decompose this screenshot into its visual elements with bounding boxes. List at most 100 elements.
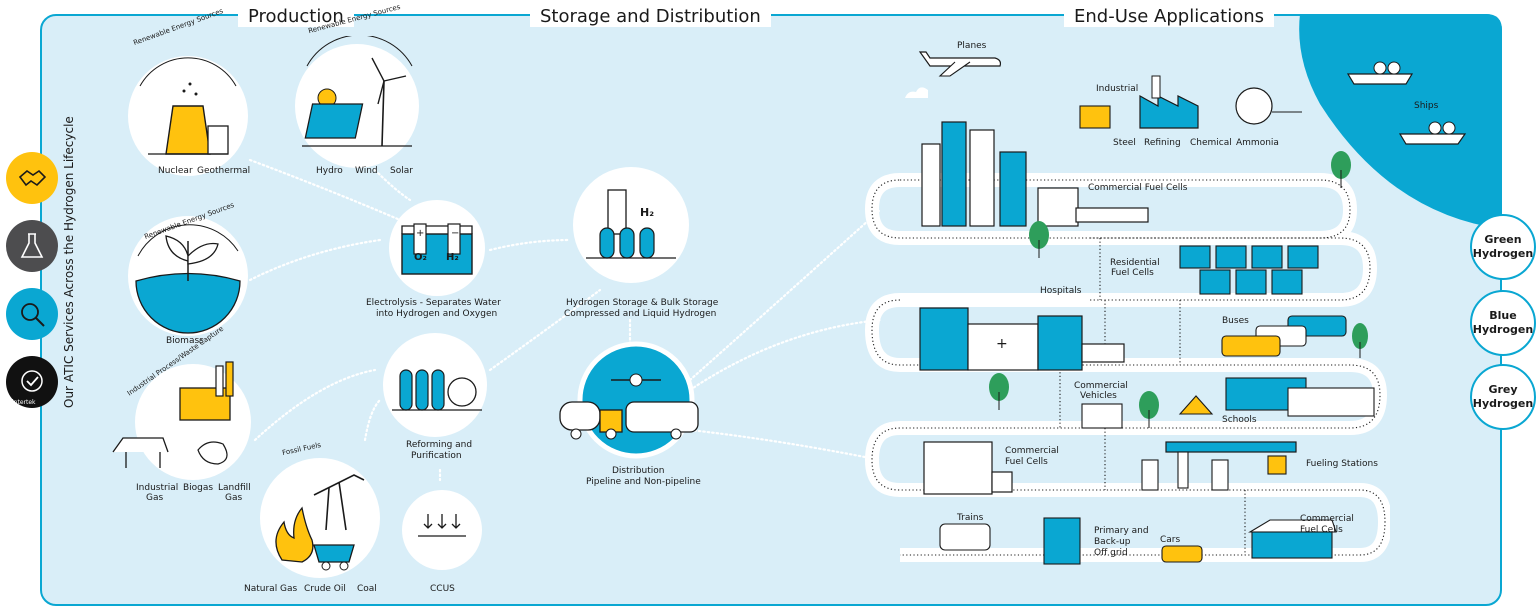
fueling-area	[923, 441, 1297, 495]
schools-vehicles	[1081, 377, 1375, 429]
flask-icon	[20, 233, 44, 258]
label-electrolysis-2: into Hydrogen and Oxygen	[376, 309, 498, 319]
label-storage-1: Hydrogen Storage & Bulk Storage	[566, 298, 719, 308]
label-ammonia: Ammonia	[1236, 138, 1279, 148]
label-primary-1: Primary and	[1094, 526, 1149, 536]
label-industrial-gas-2: Gas	[146, 493, 164, 503]
service-assurance[interactable]	[6, 152, 58, 204]
checkmark-icon	[21, 370, 43, 392]
sea-area	[1299, 14, 1502, 229]
road-network	[864, 173, 1390, 562]
label-o2: O₂	[414, 252, 427, 263]
header-production: Production	[238, 6, 354, 27]
svg-text:+: +	[416, 228, 424, 239]
handshake-icon	[18, 169, 47, 187]
buses-illustration	[1221, 315, 1347, 357]
label-commercial-vehicles-2: Vehicles	[1080, 391, 1117, 401]
hydrogen-type-line1: Grey	[1488, 383, 1518, 396]
label-commercial-3-1: Commercial	[1300, 514, 1354, 524]
hospital-building: +	[919, 307, 1125, 371]
label-planes: Planes	[957, 41, 987, 51]
label-cars: Cars	[1160, 535, 1181, 545]
hydrogen-type-line2: Hydrogen	[1472, 397, 1534, 410]
svg-text:−: −	[451, 228, 459, 239]
ships-illustration	[1346, 61, 1467, 145]
biomass-node	[128, 216, 248, 336]
svg-text:+: +	[996, 336, 1008, 352]
label-ccus: CCUS	[430, 584, 455, 594]
label-storage-2: Compressed and Liquid Hydrogen	[564, 309, 717, 319]
fossil-fuels-node	[260, 458, 380, 578]
label-distribution-2: Pipeline and Non-pipeline	[586, 477, 701, 487]
residential-houses	[1179, 245, 1319, 295]
distribution-node	[559, 341, 699, 459]
intertek-logo: intertek	[12, 399, 36, 406]
label-coal: Coal	[357, 584, 377, 594]
label-buses: Buses	[1222, 316, 1249, 326]
label-h2: H₂	[446, 252, 459, 263]
label-crude-oil: Crude Oil	[304, 584, 346, 594]
label-industrial-gas: Industrial	[136, 483, 179, 493]
label-primary-2: Back-up	[1094, 537, 1131, 547]
reforming-node	[383, 333, 487, 437]
ccus-node	[402, 490, 482, 570]
storage-h2-label: H₂	[640, 206, 655, 219]
label-industrial: Industrial	[1096, 84, 1139, 94]
label-residential-1: Residential	[1110, 258, 1160, 268]
header-storage: Storage and Distribution	[530, 6, 771, 27]
tree-icon	[1331, 151, 1351, 188]
industrial-factory	[1079, 75, 1302, 129]
hydrogen-type-line1: Blue	[1489, 309, 1517, 322]
label-residential-2: Fuel Cells	[1111, 268, 1154, 278]
hydrogen-type-line2: Hydrogen	[1472, 247, 1534, 260]
label-ships: Ships	[1414, 101, 1439, 111]
service-certification[interactable]	[6, 356, 58, 408]
label-landfill: Landfill	[218, 483, 251, 493]
hydro-wind-solar-node	[295, 36, 419, 168]
label-electrolysis: Electrolysis - Separates Water	[366, 298, 501, 308]
label-geothermal: Geothermal	[197, 166, 251, 176]
label-fueling-stations: Fueling Stations	[1306, 459, 1378, 469]
service-inspection[interactable]	[6, 288, 58, 340]
label-natural-gas: Natural Gas	[244, 584, 298, 594]
hydrogen-type-line1: Green	[1484, 233, 1522, 246]
storage-node	[573, 167, 689, 283]
label-hospitals: Hospitals	[1040, 286, 1082, 296]
label-refining: Refining	[1144, 138, 1181, 148]
label-schools: Schools	[1222, 415, 1257, 425]
label-trains: Trains	[957, 513, 984, 523]
tree-icon	[1029, 221, 1049, 258]
label-primary-3: Off grid	[1094, 548, 1128, 558]
bottom-row-illustrations	[939, 517, 1337, 565]
service-testing[interactable]	[6, 220, 58, 272]
label-nuclear: Nuclear	[158, 166, 193, 176]
label-steel: Steel	[1113, 138, 1136, 148]
label-landfill-2: Gas	[225, 493, 243, 503]
magnifier-icon	[21, 303, 45, 327]
electrolysis-node: + −	[389, 200, 485, 296]
label-solar: Solar	[390, 166, 413, 176]
label-reforming: Reforming and	[406, 440, 473, 450]
label-biomass: Biomass	[166, 336, 204, 346]
tree-icon	[1352, 323, 1368, 358]
label-commercial-fuel-cells: Commercial Fuel Cells	[1088, 183, 1188, 193]
label-reforming-2: Purification	[411, 451, 462, 461]
label-wind: Wind	[355, 166, 378, 176]
label-biogas: Biogas	[183, 483, 214, 493]
label-hydro: Hydro	[316, 166, 343, 176]
label-commercial-2-2: Fuel Cells	[1005, 457, 1048, 467]
commercial-buildings	[921, 121, 1149, 227]
label-distribution-1: Distribution	[612, 466, 665, 476]
header-enduse: End-Use Applications	[1064, 6, 1275, 27]
nuclear-geothermal-node	[128, 56, 248, 176]
label-chemical: Chemical	[1190, 138, 1232, 148]
label-commercial-2-1: Commercial	[1005, 446, 1059, 456]
label-commercial-vehicles-1: Commercial	[1074, 381, 1128, 391]
industrial-process-node	[112, 361, 251, 480]
plane-illustration	[905, 51, 1002, 98]
hydrogen-type-line2: Hydrogen	[1472, 323, 1534, 336]
